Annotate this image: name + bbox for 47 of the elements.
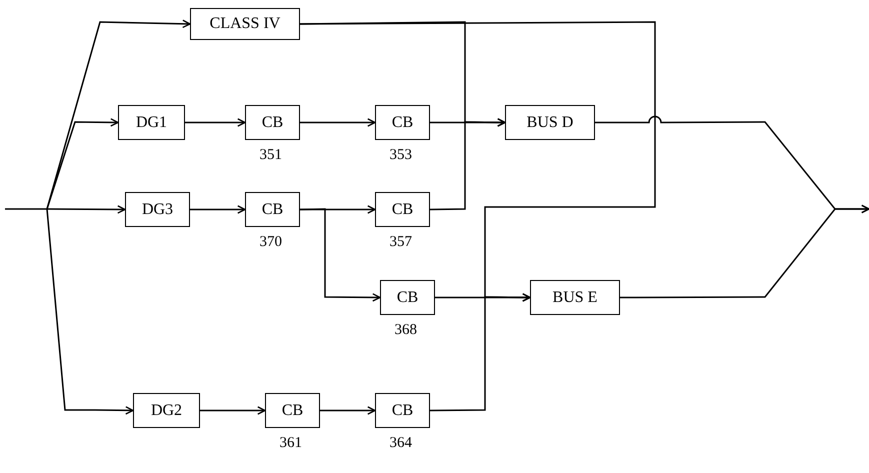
arrow xyxy=(200,406,266,415)
block-label: CB xyxy=(282,402,304,420)
block-label: CB xyxy=(392,402,414,420)
part-number: 364 xyxy=(390,435,412,452)
arrow xyxy=(190,205,246,214)
block-label: DG2 xyxy=(150,402,182,420)
block-box xyxy=(125,192,190,227)
part-number: 351 xyxy=(260,147,282,164)
arrow xyxy=(46,208,134,415)
arrow xyxy=(300,208,381,302)
part-number: 361 xyxy=(280,435,302,452)
arrow xyxy=(300,118,376,127)
arrow xyxy=(300,205,376,214)
block-box xyxy=(190,8,300,40)
part-number: 357 xyxy=(390,234,412,251)
part-number: 368 xyxy=(394,322,417,339)
block-box xyxy=(245,192,300,227)
arrow xyxy=(320,406,376,415)
part-number: 353 xyxy=(390,147,412,164)
block-box xyxy=(245,105,300,140)
arrow xyxy=(430,293,531,412)
arrow xyxy=(430,118,506,210)
block-label: CB xyxy=(392,200,414,218)
block-label: DG3 xyxy=(142,200,174,218)
block-label: CB xyxy=(262,200,284,218)
block-box xyxy=(118,105,185,140)
block-label: CB xyxy=(396,288,418,306)
block-label: CB xyxy=(262,114,284,132)
arrow xyxy=(620,204,869,298)
block-label: BUS E xyxy=(552,288,598,306)
arrow xyxy=(185,118,246,127)
block-label: CB xyxy=(392,114,414,132)
block-box xyxy=(505,105,595,140)
part-number: 370 xyxy=(260,234,282,251)
block-box xyxy=(265,393,320,428)
block-box xyxy=(133,393,200,428)
block-box xyxy=(375,393,430,428)
arrow xyxy=(46,118,119,210)
block-label: BUS D xyxy=(526,114,574,132)
block-label: CLASS IV xyxy=(210,15,280,33)
block-label: DG1 xyxy=(136,114,168,132)
arrow xyxy=(47,205,126,214)
block-box xyxy=(375,105,430,140)
block-box xyxy=(375,192,430,227)
arrow xyxy=(5,20,191,210)
block-box xyxy=(530,280,620,315)
block-box xyxy=(380,280,435,315)
